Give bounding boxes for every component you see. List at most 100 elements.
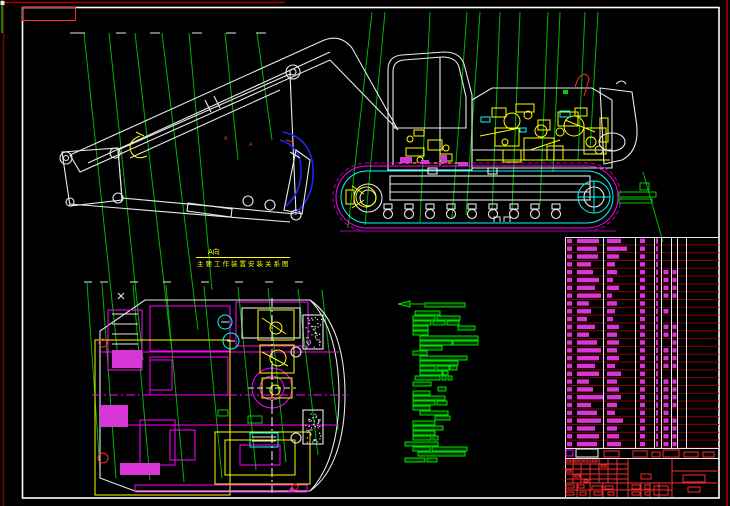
table-row — [567, 363, 677, 369]
note-text-line — [412, 446, 431, 452]
parts-list-table — [565, 237, 719, 449]
title-block-text — [631, 484, 641, 490]
note-text-line — [404, 441, 439, 447]
origin-marker — [0, 1, 5, 5]
view-caption-text: 主要工作装置安装关系图 — [197, 259, 291, 268]
note-text-line — [419, 410, 449, 416]
title-block-text — [591, 485, 603, 491]
hook-detail — [129, 135, 148, 159]
title-block-text — [565, 491, 575, 496]
title-block-text — [653, 485, 669, 496]
leader-line — [132, 284, 151, 481]
leader-line — [256, 32, 273, 141]
leader-line — [108, 32, 144, 361]
note-text-line — [404, 457, 426, 463]
note-text-line — [432, 320, 446, 326]
table-row — [567, 378, 677, 385]
title-block-text — [593, 491, 603, 496]
note-text-line — [412, 395, 446, 401]
table-row — [567, 355, 677, 361]
table-row — [567, 316, 658, 322]
note-text-line — [452, 340, 479, 346]
note-text-line — [436, 400, 448, 406]
note-text-line — [412, 381, 432, 387]
table-row — [567, 308, 669, 314]
title-block-text — [604, 485, 614, 490]
table-row — [567, 371, 658, 377]
leader-line — [267, 287, 287, 463]
leader-line — [577, 11, 586, 161]
table-row — [567, 402, 677, 408]
counterweight — [598, 80, 638, 165]
excavator-side-view: A A — [59, 37, 657, 268]
note-text-line — [446, 320, 460, 326]
title-block-text — [644, 491, 651, 496]
note-text-line — [414, 375, 441, 381]
view-label: A向 — [208, 247, 220, 256]
engine-compartment — [395, 73, 613, 169]
table-row — [567, 285, 677, 291]
table-row — [567, 269, 677, 275]
plan-subframe — [94, 338, 231, 496]
track-rollers — [382, 167, 562, 220]
note-text-line — [424, 302, 466, 308]
title-block-text — [573, 459, 580, 463]
title-block-text — [644, 484, 651, 490]
table-row — [567, 331, 677, 338]
leader-line — [237, 286, 257, 471]
leader-line — [347, 11, 373, 229]
table-row — [567, 386, 677, 393]
note-text-line — [412, 400, 436, 406]
leader-line — [134, 32, 173, 353]
green-legend-blocks — [618, 182, 657, 204]
detail-mark-a2: A — [249, 142, 253, 148]
cab — [387, 51, 473, 171]
title-block-text — [687, 486, 701, 493]
exhaust-pipe — [574, 73, 590, 97]
leader-line — [321, 289, 339, 431]
note-text-line — [412, 405, 431, 411]
table-row — [567, 339, 677, 346]
note-text-line — [434, 415, 451, 421]
notes-block — [397, 300, 479, 463]
leader-line — [589, 11, 599, 151]
title-block-text — [579, 491, 587, 496]
underbody-details — [400, 110, 571, 166]
leader-line — [188, 32, 213, 291]
table-row — [567, 441, 677, 447]
boom — [59, 37, 399, 223]
table-row — [567, 277, 677, 283]
table-row — [567, 292, 677, 299]
title-block-text — [640, 473, 652, 480]
note-text-line — [436, 315, 461, 321]
leader-line — [297, 288, 319, 456]
table-row — [567, 433, 677, 439]
note-text-line — [432, 435, 439, 441]
dimension-ticks — [70, 32, 303, 283]
title-block-text — [565, 459, 572, 463]
leader-line — [642, 171, 664, 243]
note-text-line — [414, 310, 441, 316]
title-block-text — [591, 459, 598, 463]
note-text-line — [419, 355, 468, 361]
note-text-line — [457, 325, 476, 331]
table-row — [567, 394, 677, 400]
zone-box — [22, 7, 76, 21]
note-text-line — [419, 340, 453, 346]
note-text-line — [419, 365, 436, 371]
note-text-line — [442, 370, 449, 376]
note-text-line — [419, 360, 459, 366]
note-text-line — [419, 335, 479, 341]
note-text-line — [412, 325, 429, 331]
title-block-text — [631, 491, 641, 496]
engine-green-marker — [563, 90, 568, 94]
note-text-line — [419, 370, 443, 376]
table-row — [567, 261, 658, 268]
notes-leader-arrow — [397, 300, 411, 308]
title-block — [565, 237, 719, 497]
note-text-line — [449, 365, 458, 371]
note-text-line — [437, 386, 447, 392]
note-text-line — [436, 365, 450, 371]
